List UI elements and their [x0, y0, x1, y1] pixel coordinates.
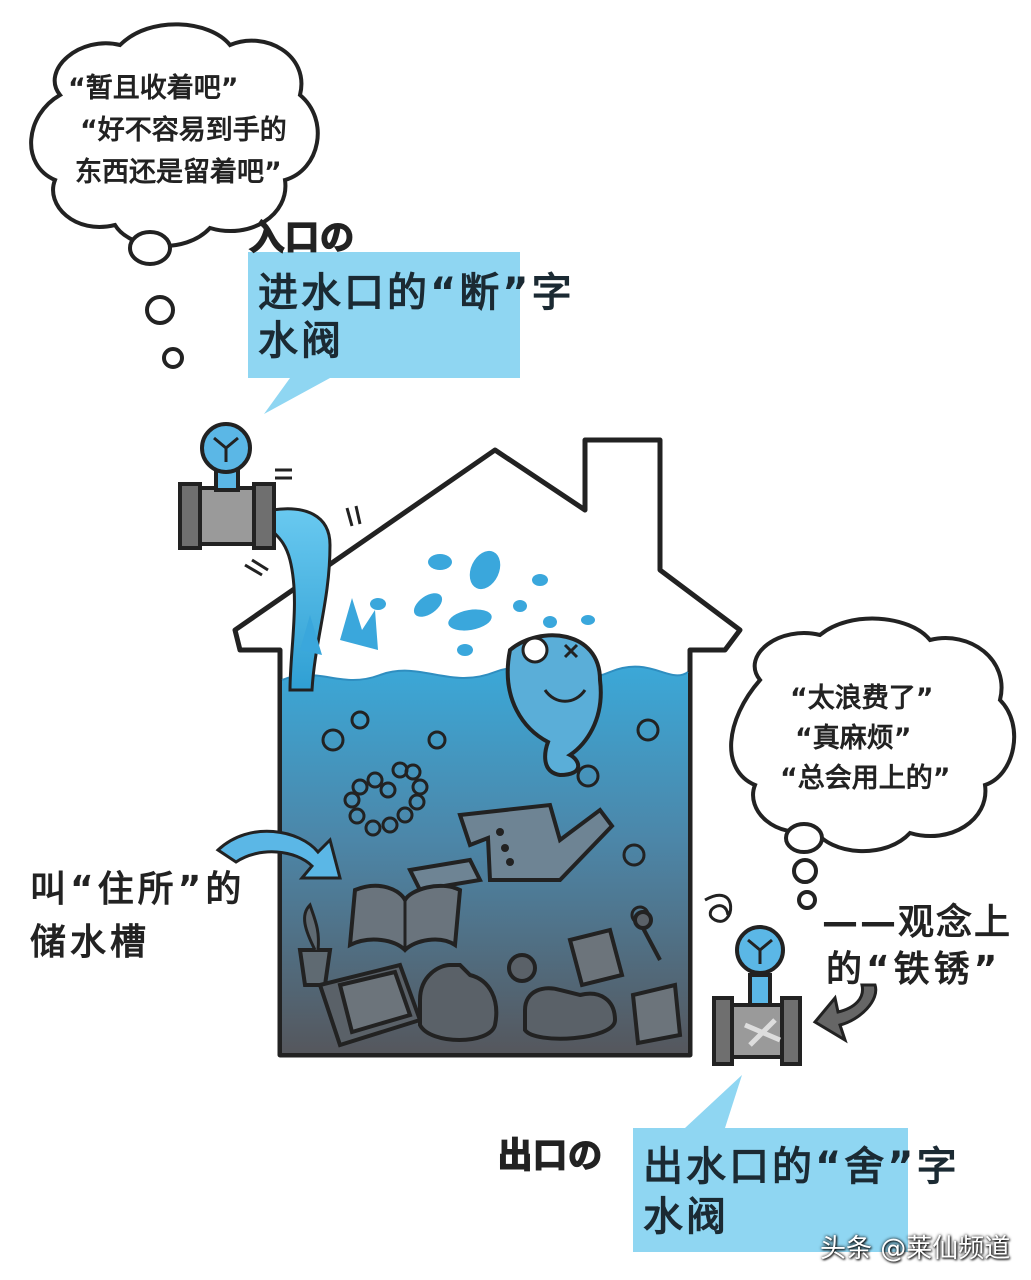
inlet-callout-box — [248, 252, 520, 414]
outlet-box-line-2: 水阀 — [643, 1194, 729, 1240]
rust-label-line-2: 的“铁锈” — [826, 949, 1002, 990]
inlet-box-line-2: 水阀 — [258, 318, 344, 364]
outlet-heading: 出口の — [497, 1135, 603, 1177]
watermark: 头条 @莱仙频道 — [820, 1234, 1011, 1264]
right-bubble-line-3: “总会用上的” — [780, 763, 951, 794]
rust-pointer-arrow — [812, 983, 878, 1044]
inlet-water-stream — [270, 507, 378, 692]
potted-plant-icon — [297, 902, 333, 987]
inlet-valve — [178, 422, 362, 577]
left-bubble-line-1: “暂且收着吧” — [68, 73, 239, 104]
right-bubble-line-2: “真麻烦” — [795, 723, 912, 754]
outlet-box-line-1: 出水口的“舍”字 — [643, 1144, 960, 1190]
tank-label-line-2: 储水槽 — [30, 922, 151, 963]
outlet-callout-box — [633, 1075, 908, 1252]
left-bubble-line-2: “好不容易到手的 — [80, 115, 287, 146]
left-bubble-line-3: 东西还是留着吧” — [75, 157, 282, 188]
book-icon — [347, 883, 463, 953]
outlet-valve — [704, 893, 802, 1066]
bead-necklace-icon — [343, 761, 429, 837]
inlet-heading: 入口の — [249, 217, 355, 259]
tank-pointer-arrow — [215, 829, 342, 880]
water-bubbles — [321, 710, 660, 925]
dead-fish-icon — [505, 633, 603, 778]
tank-label-line-1: 叫“住所”的 — [30, 869, 246, 910]
rust-label-line-1: ——观念上 — [822, 902, 1013, 943]
splash-droplets — [370, 550, 595, 656]
thought-bubble-left — [29, 22, 320, 369]
shirt-icon — [407, 802, 615, 893]
right-bubble-line-1: “太浪费了” — [790, 683, 934, 714]
junk-pile — [317, 910, 683, 1048]
inlet-box-line-1: 进水口的“断”字 — [258, 270, 575, 316]
thought-bubble-right — [729, 616, 1017, 910]
